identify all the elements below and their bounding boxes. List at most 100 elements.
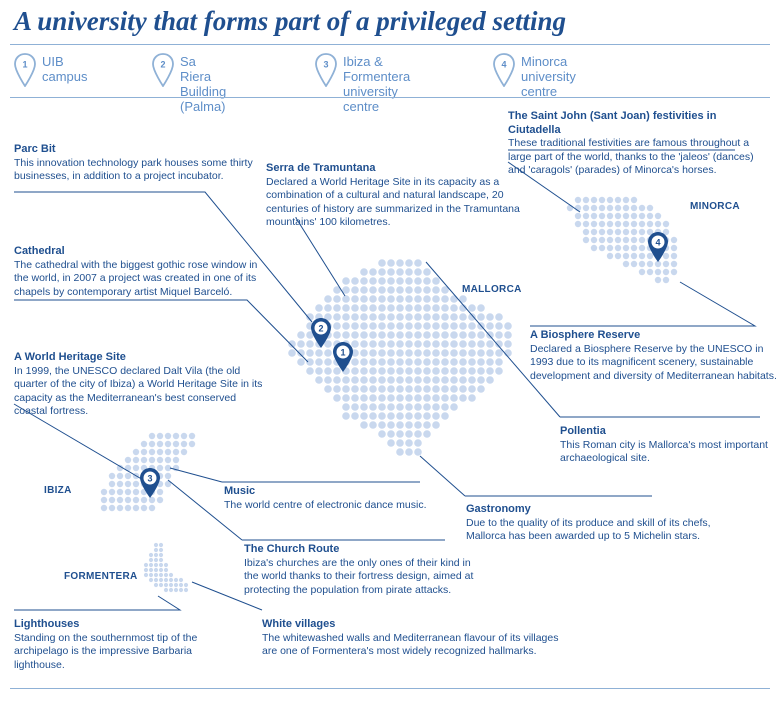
island-dot: [324, 295, 332, 303]
island-dot: [153, 582, 159, 588]
island-dot: [369, 376, 377, 384]
island-dot: [414, 403, 422, 411]
parc-bit-callout-line: [14, 191, 313, 323]
island-dot: [646, 228, 654, 236]
island-dot: [638, 220, 646, 228]
island-dot: [396, 358, 404, 366]
island-dot: [450, 385, 458, 393]
island-dot: [622, 204, 630, 212]
island-dot: [590, 212, 598, 220]
island-dot: [468, 304, 476, 312]
island-dot: [378, 358, 386, 366]
island-dot: [432, 340, 440, 348]
island-dot: [124, 488, 132, 496]
island-dot: [387, 304, 395, 312]
island-dot: [414, 322, 422, 330]
island-dot: [369, 394, 377, 402]
island-dot: [396, 322, 404, 330]
island-dot: [163, 582, 169, 588]
island-dot: [432, 412, 440, 420]
island-dot: [414, 358, 422, 366]
island-dot: [387, 259, 395, 267]
island-dot: [504, 340, 512, 348]
island-dot: [477, 304, 485, 312]
island-dot: [630, 228, 638, 236]
island-dot: [173, 582, 179, 588]
island-dot: [638, 268, 646, 276]
island-dot: [158, 572, 164, 578]
island-dot: [622, 196, 630, 204]
island-dot: [387, 295, 395, 303]
island-dot: [180, 440, 188, 448]
legend-number: 2: [160, 60, 165, 70]
note-title: Serra de Tramuntana: [266, 162, 376, 174]
island-dot: [140, 504, 148, 512]
island-dot: [387, 367, 395, 375]
island-dot: [405, 376, 413, 384]
island-dot: [405, 385, 413, 393]
pin-sa-riera: 2: [311, 318, 331, 348]
island-dot: [163, 587, 169, 593]
island-dot: [396, 421, 404, 429]
island-dot: [387, 313, 395, 321]
island-dot: [178, 587, 184, 593]
island-dot: [423, 376, 431, 384]
island-dot: [662, 220, 670, 228]
island-dot: [432, 313, 440, 321]
island-dot: [378, 349, 386, 357]
island-dot: [598, 220, 606, 228]
island-dot: [459, 322, 467, 330]
island-dot: [414, 439, 422, 447]
island-dot: [646, 204, 654, 212]
note-title: The Saint John (Sant Joan) festivities i…: [508, 110, 717, 136]
island-dot: [405, 304, 413, 312]
island-dot: [132, 448, 140, 456]
island-dot: [582, 196, 590, 204]
island-dot: [396, 313, 404, 321]
island-dot: [441, 358, 449, 366]
location-pin-icon: 4: [493, 53, 515, 87]
island-dot: [459, 358, 467, 366]
island-dot: [468, 349, 476, 357]
island-dot: [378, 313, 386, 321]
island-dot: [342, 394, 350, 402]
island-dot: [432, 358, 440, 366]
island-dot: [116, 472, 124, 480]
island-dot: [405, 277, 413, 285]
island-dot: [450, 295, 458, 303]
island-dot: [148, 448, 156, 456]
island-dot: [172, 432, 180, 440]
island-dot: [369, 331, 377, 339]
island-dot: [423, 403, 431, 411]
island-dot: [315, 349, 323, 357]
island-label-formentera: FORMENTERA: [64, 571, 138, 582]
island-dot: [606, 252, 614, 260]
island-dot: [360, 277, 368, 285]
ibiza-island-shape: [100, 432, 196, 512]
island-dot: [670, 244, 678, 252]
note-body: The world centre of electronic dance mus…: [224, 498, 427, 511]
island-dot: [360, 295, 368, 303]
island-dot: [140, 456, 148, 464]
island-dot: [396, 376, 404, 384]
legend-number: 4: [501, 60, 506, 70]
island-dot: [156, 488, 164, 496]
island-dot: [590, 204, 598, 212]
island-dot: [486, 376, 494, 384]
island-dot: [156, 440, 164, 448]
island-dot: [116, 488, 124, 496]
island-dot: [306, 358, 314, 366]
note-body: This Roman city is Mallorca's most impor…: [560, 438, 768, 465]
island-dot: [638, 260, 646, 268]
island-dot: [477, 385, 485, 393]
island-dot: [148, 496, 156, 504]
island-dot: [405, 340, 413, 348]
island-dot: [178, 582, 184, 588]
island-dot: [132, 504, 140, 512]
pin-ibiza-centre: 3: [140, 468, 160, 498]
island-dot: [148, 572, 154, 578]
island-dot: [432, 403, 440, 411]
island-dot: [378, 430, 386, 438]
island-dot: [598, 244, 606, 252]
island-dot: [468, 331, 476, 339]
